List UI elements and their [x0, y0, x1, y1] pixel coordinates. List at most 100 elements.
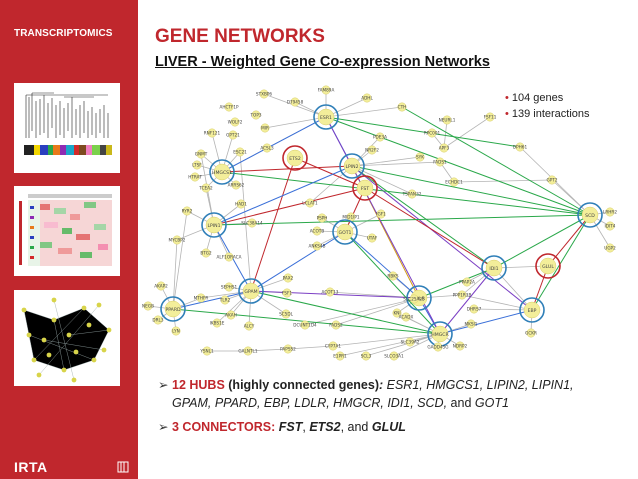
- node-label: PPAP2A: [459, 280, 475, 285]
- node-dot: [228, 130, 238, 140]
- hubs-and: and: [447, 396, 475, 410]
- node-dot: [171, 326, 181, 336]
- gene-node-apf3: APF3: [439, 143, 450, 153]
- node-label: ACSL3: [260, 146, 274, 151]
- node-dot: [283, 344, 293, 354]
- gene-node-ltsf: LTSF: [192, 160, 202, 170]
- node-label: ACOT13: [322, 290, 339, 295]
- bullet-icon: •: [505, 108, 509, 120]
- gene-node-neurl1: NEURL1: [439, 115, 456, 125]
- node-dot: [190, 172, 200, 182]
- node-dot: [282, 288, 292, 298]
- node-dot: [283, 273, 293, 283]
- node-label: SLC25A25: [403, 297, 425, 302]
- node-label: HMGCS1: [212, 170, 232, 176]
- connector-gene-fst: FST: [278, 420, 303, 434]
- node-label: APF3: [439, 146, 450, 151]
- gene-node-rpc001: RPC001: [424, 128, 441, 138]
- gene-node-utaf: UTAF: [367, 233, 378, 243]
- node-label: GALNTL1: [238, 349, 257, 354]
- gene-node-ebp: EBP: [519, 297, 545, 323]
- gene-node-acot13: ACOT13: [322, 287, 339, 297]
- gene-node-gadd45g: GADD45G: [427, 342, 449, 352]
- node-dot: [328, 341, 338, 351]
- node-label: ESR1: [320, 115, 332, 121]
- node-label: RYR2: [182, 209, 193, 214]
- node-dot: [242, 282, 260, 300]
- node-label: ARRS62: [228, 183, 245, 188]
- node-dot: [236, 199, 246, 209]
- node-dot: [305, 198, 315, 208]
- gene-node-papss2: PAPSS2: [280, 344, 296, 354]
- node-label: CTH: [398, 105, 407, 110]
- node-dot: [367, 145, 377, 155]
- gene-node-galntl1: GALNTL1: [238, 346, 258, 356]
- gene-node-gpam: GPAM: [238, 278, 264, 304]
- node-dot: [312, 226, 322, 236]
- node-label: ETS2: [289, 156, 301, 162]
- node-dot: [317, 108, 335, 126]
- gene-node-wolf2: WOLF2: [228, 117, 243, 127]
- node-dot: [224, 102, 234, 112]
- gene-node-mir: MIR: [260, 123, 270, 133]
- gene-node-cyp7a1: CYP7A1: [325, 341, 341, 351]
- node-dot: [389, 351, 399, 361]
- node-dot: [312, 241, 322, 251]
- node-dot: [207, 128, 217, 138]
- node-label: FAM89A: [318, 88, 335, 93]
- gene-node-gpt2: GPT2: [547, 175, 558, 185]
- node-dot: [515, 142, 525, 152]
- node-dot: [205, 216, 223, 234]
- connectors-sep2: , and: [340, 420, 372, 434]
- hubs-lead: 12 HUBS: [172, 378, 225, 392]
- node-label: MYCBP2: [169, 238, 186, 243]
- node-label: FST: [361, 186, 369, 192]
- gene-node-rnf121: RNF121: [204, 128, 221, 138]
- hubs-last-gene: GOT1: [474, 396, 509, 410]
- gene-node-arrs62: ARRS62: [228, 180, 245, 190]
- node-label: E1PR1: [333, 354, 347, 359]
- interactions-stat: •139 interactions: [505, 106, 590, 122]
- node-label: SLC38A14: [241, 221, 263, 226]
- node-label: ACOTB: [310, 229, 325, 234]
- interactions-count: 139 interactions: [511, 108, 590, 120]
- node-label: MTHFR: [194, 296, 209, 301]
- node-label: NEGB: [142, 304, 154, 309]
- hubs-colon: :: [378, 378, 387, 392]
- node-label: IDI1: [489, 266, 498, 272]
- gene-node-ppard: PPARD: [160, 296, 186, 322]
- node-dot: [407, 189, 417, 199]
- connector-ring: [535, 253, 561, 279]
- gene-node-slc39a2: SLC39A2: [401, 337, 420, 347]
- node-label: FADS1: [433, 160, 447, 165]
- gene-node-btg2: BTG2: [200, 248, 212, 258]
- node-label: MKSI1: [465, 322, 478, 327]
- sidebar-title: TRANSCRIPTOMICS: [14, 28, 113, 39]
- hub-ring: [406, 285, 432, 311]
- node-label: FSF11: [484, 115, 497, 120]
- node-label: LYN: [172, 329, 179, 334]
- mini-network-image: [21, 297, 112, 383]
- connector-ring: [282, 145, 308, 171]
- gene-node-top3: TOP3: [249, 110, 262, 120]
- gene-node-echdc1: ECHDC1: [445, 177, 463, 187]
- gene-node-alcy: ALCY: [244, 321, 255, 331]
- arrow-bullet-icon: ➢: [158, 378, 169, 392]
- gene-node-fads2: FADS2: [329, 320, 343, 330]
- hub-ring: [332, 219, 358, 245]
- node-dot: [164, 300, 182, 318]
- node-label: MIR: [261, 126, 269, 131]
- gene-node-esc21: ESC21: [233, 147, 247, 157]
- gene-node-lpin1: LPIN1: [201, 212, 227, 238]
- node-label: PSPH: [317, 216, 328, 221]
- gene-network-diagram: FAM89AADHLESR1STXBP6D79458AHCTF1PTOP3WOL…: [142, 85, 617, 361]
- node-label: SEPHS1: [221, 285, 238, 290]
- node-dot: [196, 149, 206, 159]
- gene-node-htrat: HTRAT: [188, 172, 202, 182]
- gene-node-ugp2: UGP2: [604, 243, 616, 253]
- node-label: ECHDC1: [445, 180, 463, 185]
- node-dot: [376, 209, 386, 219]
- gene-node-negb: NEGB: [142, 301, 154, 311]
- node-label: ALCY: [244, 324, 255, 329]
- gene-node-scd: SCD: [577, 202, 603, 228]
